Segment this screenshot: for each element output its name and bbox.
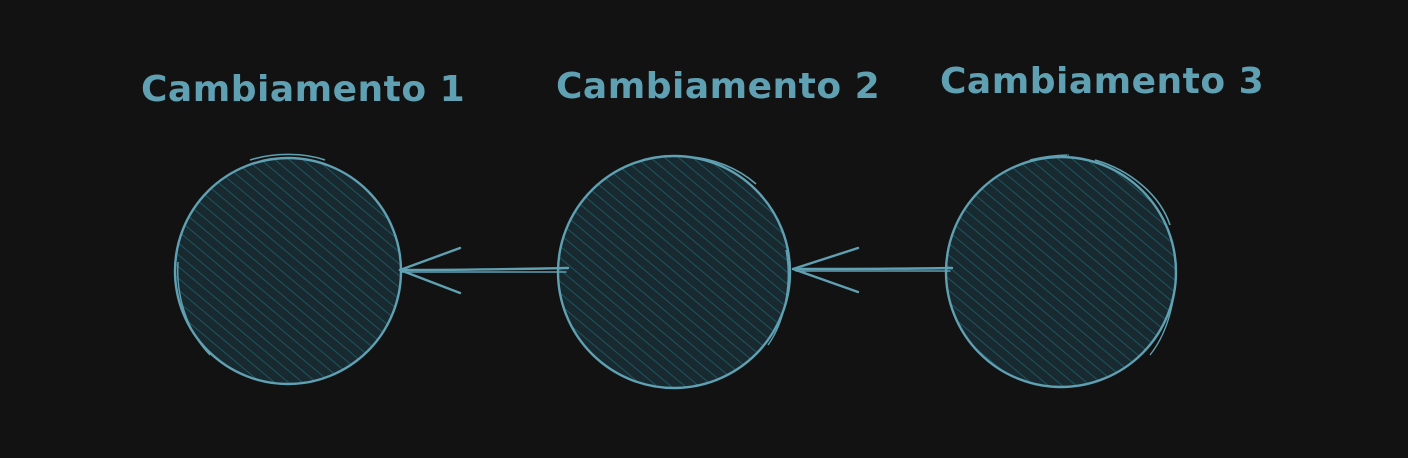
node-label-cambiamento-2: Cambiamento 2 [556,66,880,107]
arrow-c3-to-c2[interactable] [791,246,954,294]
node-cambiamento-3[interactable] [944,154,1178,389]
arrow-c2-to-c1[interactable] [398,246,570,295]
node-cambiamento-2[interactable] [556,154,792,390]
node-label-cambiamento-3: Cambiamento 3 [940,61,1264,102]
node-cambiamento-1[interactable] [173,153,403,386]
node-label-cambiamento-1: Cambiamento 1 [141,69,465,110]
